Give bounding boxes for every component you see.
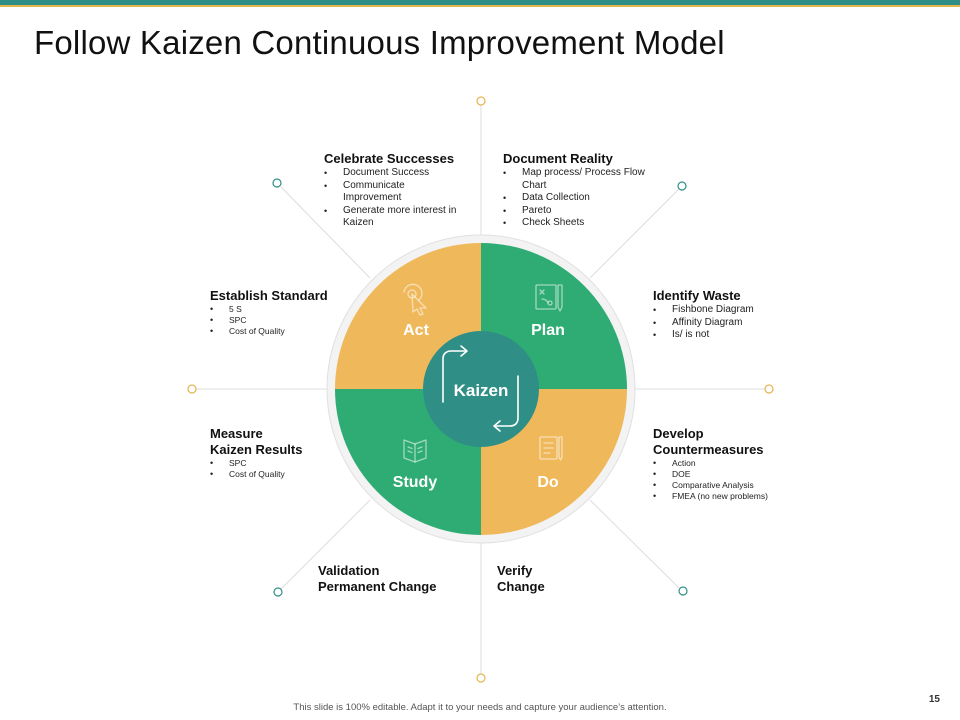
top-accent-stripe [0, 5, 960, 7]
step-measure-kaizen-results: Measure Kaizen Results SPC Cost of Quali… [210, 426, 350, 480]
bullet-item: Data Collection [503, 192, 653, 205]
bullet-item: Is/ is not [653, 329, 803, 342]
bullet-item: Document Success [324, 167, 484, 180]
step-heading-line: Countermeasures [653, 442, 764, 457]
bullet-item: DOE [653, 469, 813, 480]
dot-bottom [476, 673, 486, 683]
step-identify-waste: Identify Waste Fishbone Diagram Affinity… [653, 288, 803, 342]
bullet-item: Comparative Analysis [653, 480, 813, 491]
bullet-item: Action [653, 458, 813, 469]
bullet-item: Cost of Quality [210, 326, 350, 337]
step-establish-standard: Establish Standard 5 S SPC Cost of Quali… [210, 288, 350, 337]
footer-note: This slide is 100% editable. Adapt it to… [293, 702, 667, 713]
step-heading-line: Permanent Change [318, 579, 437, 594]
quadrant-study-label: Study [393, 474, 438, 491]
step-heading-line: Verify [497, 563, 533, 578]
step-heading: Establish Standard [210, 288, 328, 303]
dot-bottom-right [678, 586, 688, 596]
open-book-icon [403, 439, 427, 463]
step-develop-countermeasures: Develop Countermeasures Action DOE Compa… [653, 426, 813, 502]
cycle-arrows-icon [442, 345, 519, 432]
bullet-item: Generate more interest in Kaizen [324, 205, 484, 230]
bullet-item: SPC [210, 458, 350, 469]
bullet-item: 5 S [210, 304, 350, 315]
dot-right [764, 384, 774, 394]
bullet-item: Affinity Diagram [653, 317, 803, 330]
step-celebrate-successes: Celebrate Successes Document Success Com… [324, 151, 484, 230]
strategy-board-icon [535, 284, 563, 312]
connector-bottom-left [280, 499, 371, 590]
connector-top-left [280, 186, 371, 279]
step-heading-line: Kaizen Results [210, 442, 303, 457]
connector-dots [187, 96, 774, 683]
dot-left [187, 384, 197, 394]
dot-top-left [272, 178, 282, 188]
connector-bottom-right [589, 499, 680, 589]
step-heading-line: Measure [210, 426, 263, 441]
step-heading-line: Change [497, 579, 545, 594]
top-accent-bar [0, 0, 960, 5]
quadrant-do-label: Do [537, 474, 559, 491]
step-validation-permanent-change: Validation Permanent Change [318, 563, 468, 595]
bullet-item: Check Sheets [503, 217, 653, 230]
kaizen-center-label: Kaizen [454, 381, 509, 400]
slide-title: Follow Kaizen Continuous Improvement Mod… [34, 24, 725, 61]
bullet-item: Pareto [503, 205, 653, 218]
cursor-click-icon [403, 283, 427, 316]
step-heading: Document Reality [503, 151, 613, 166]
bullet-item: Cost of Quality [210, 469, 350, 480]
page-number: 15 [928, 694, 940, 705]
quadrant-act-label: Act [403, 322, 429, 339]
bullet-item: Fishbone Diagram [653, 304, 803, 317]
step-heading: Identify Waste [653, 288, 741, 303]
step-heading-line: Develop [653, 426, 704, 441]
step-heading: Celebrate Successes [324, 151, 455, 166]
dot-bottom-left [273, 587, 283, 597]
step-heading-line: Validation [318, 563, 380, 578]
quadrant-plan-label: Plan [531, 322, 565, 339]
connector-top-right [589, 188, 680, 279]
dot-top-right [677, 181, 687, 191]
dot-top [476, 96, 486, 106]
bullet-item: SPC [210, 315, 350, 326]
step-verify-change: Verify Change [497, 563, 597, 595]
checklist-document-icon [539, 436, 563, 461]
bullet-item: Communicate Improvement [324, 180, 442, 205]
step-document-reality: Document Reality Map process/ Process Fl… [503, 151, 653, 230]
bullet-item: FMEA (no new problems) [653, 491, 813, 502]
kaizen-center-circle[interactable] [423, 331, 539, 447]
bullet-item: Map process/ Process Flow Chart [503, 167, 653, 192]
